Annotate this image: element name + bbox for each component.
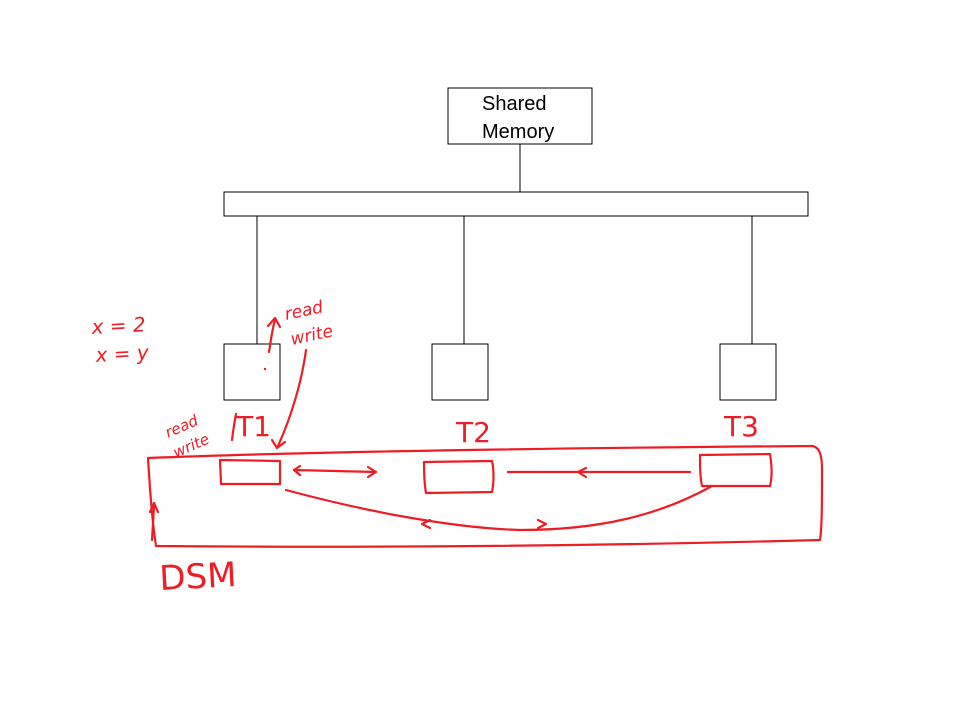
local-memory-t3 <box>698 452 773 488</box>
local-memory-t1 <box>218 458 282 486</box>
node-label-t2: T2 <box>455 416 491 449</box>
curve-arrowhead-left <box>420 518 432 530</box>
node-label-t3: T3 <box>723 410 759 443</box>
shared-memory-box <box>447 87 593 145</box>
node-label-t1: T1 <box>235 410 271 443</box>
equation-x-equals-y: x = y <box>94 340 150 367</box>
arrowhead-left-t1 <box>292 464 302 477</box>
dsm-inner-stroke <box>150 504 156 542</box>
left-tick-mark <box>230 412 238 442</box>
curve-arrowhead-right <box>536 518 548 530</box>
processor-box-t3 <box>719 343 777 401</box>
arrowhead-right-t2 <box>366 465 378 479</box>
curved-link-t1-t3 <box>284 484 714 532</box>
arrowhead-mid-t2-t3 <box>576 466 588 479</box>
dsm-inner-arrowhead <box>148 501 160 514</box>
write-arrow-down <box>276 348 308 448</box>
system-bus <box>223 191 809 217</box>
ink-dot <box>263 367 267 371</box>
shared-memory-label-line2: Memory <box>482 121 554 143</box>
read-arrow-up <box>267 318 277 354</box>
write-arrowhead <box>270 438 287 450</box>
arrow-t1-t2 <box>292 468 378 474</box>
shared-memory-label-line1: Shared <box>482 93 547 115</box>
dsm-label: DSM <box>158 555 237 599</box>
read-arrowhead <box>266 316 282 329</box>
local-memory-t2 <box>422 459 495 495</box>
processor-box-t1 <box>223 343 281 401</box>
dsm-enclosure <box>146 444 824 548</box>
equation-x-equals-2: x = 2 <box>90 312 146 339</box>
annotation-write-top: write <box>289 321 335 349</box>
annotation-read-top: read <box>283 297 325 325</box>
processor-box-t2 <box>431 343 489 401</box>
